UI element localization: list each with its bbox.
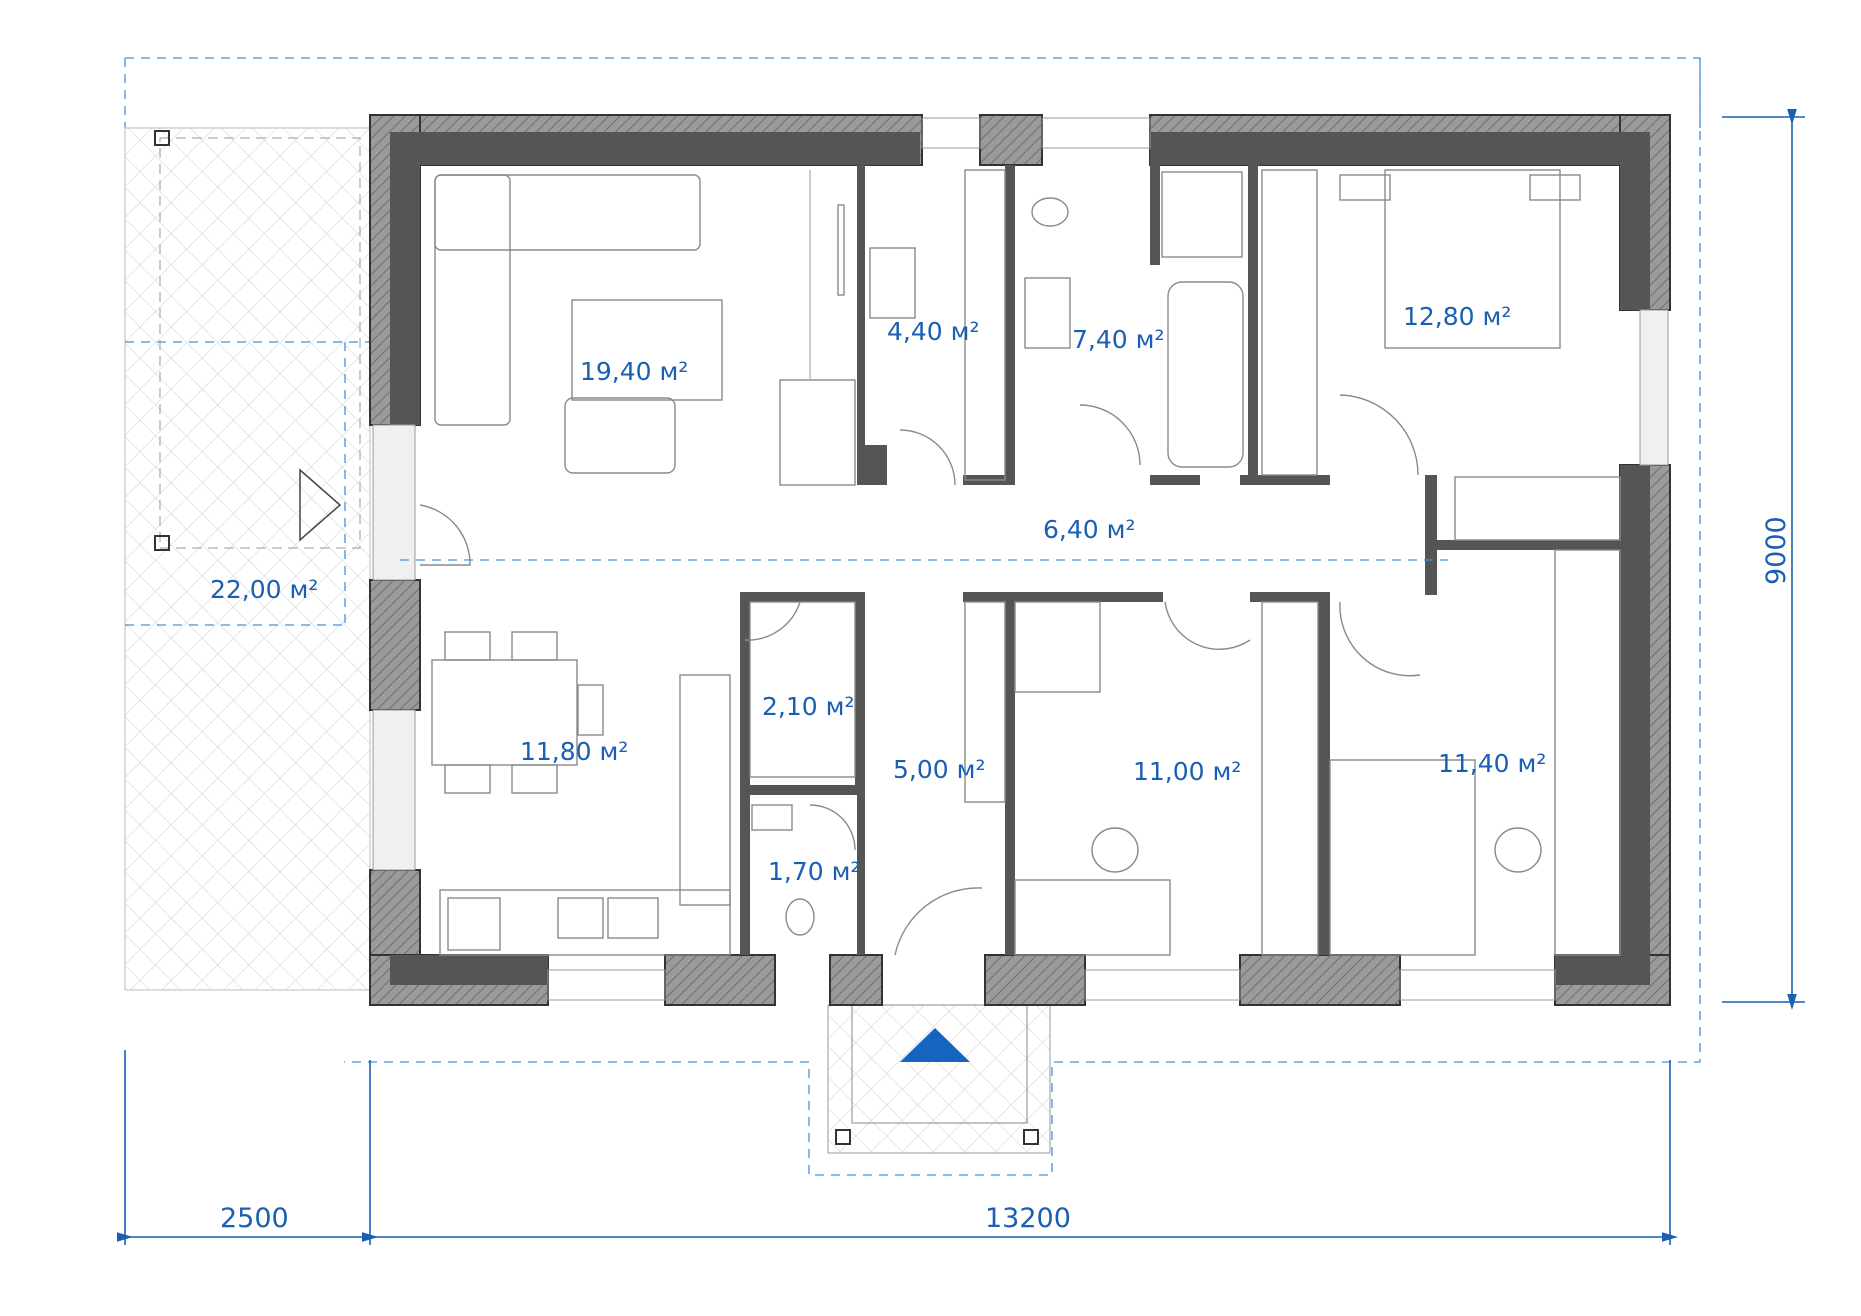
room-label-bedroom-se: 11,40 м² bbox=[1438, 749, 1546, 778]
exterior-walls bbox=[369, 114, 1671, 1006]
dimension-lines: 2500 13200 9000 bbox=[117, 109, 1805, 1245]
room-label-laundry: 4,40 м² bbox=[887, 317, 980, 346]
terrace bbox=[124, 127, 371, 991]
room-label-kitchen: 11,80 м² bbox=[520, 737, 628, 766]
triangle-outline-icon bbox=[299, 468, 342, 542]
room-label-terrace: 22,00 м² bbox=[210, 575, 318, 604]
entry-porch bbox=[827, 1004, 1051, 1154]
dimension-terrace-width: 2500 bbox=[220, 1203, 289, 1234]
dimension-house-width: 13200 bbox=[985, 1203, 1071, 1234]
triangle-filled-icon bbox=[900, 1028, 970, 1062]
room-label-bedroom-ne: 12,80 м² bbox=[1403, 302, 1511, 331]
room-label-bathroom: 7,40 м² bbox=[1072, 325, 1165, 354]
room-label-living: 19,40 м² bbox=[580, 357, 688, 386]
room-label-entry: 5,00 м² bbox=[893, 755, 986, 784]
room-label-closet: 2,10 м² bbox=[762, 692, 855, 721]
room-labels: 19,40 м² 4,40 м² 7,40 м² 12,80 м² 6,40 м… bbox=[210, 302, 1546, 886]
room-label-hall: 6,40 м² bbox=[1043, 515, 1136, 544]
roof-outline bbox=[125, 57, 1701, 1176]
furniture bbox=[431, 169, 1621, 956]
interior-walls bbox=[740, 165, 1620, 955]
dimension-house-depth: 9000 bbox=[1761, 516, 1792, 585]
room-label-bedroom-s: 11,00 м² bbox=[1133, 757, 1241, 786]
room-label-wc: 1,70 м² bbox=[768, 857, 861, 886]
